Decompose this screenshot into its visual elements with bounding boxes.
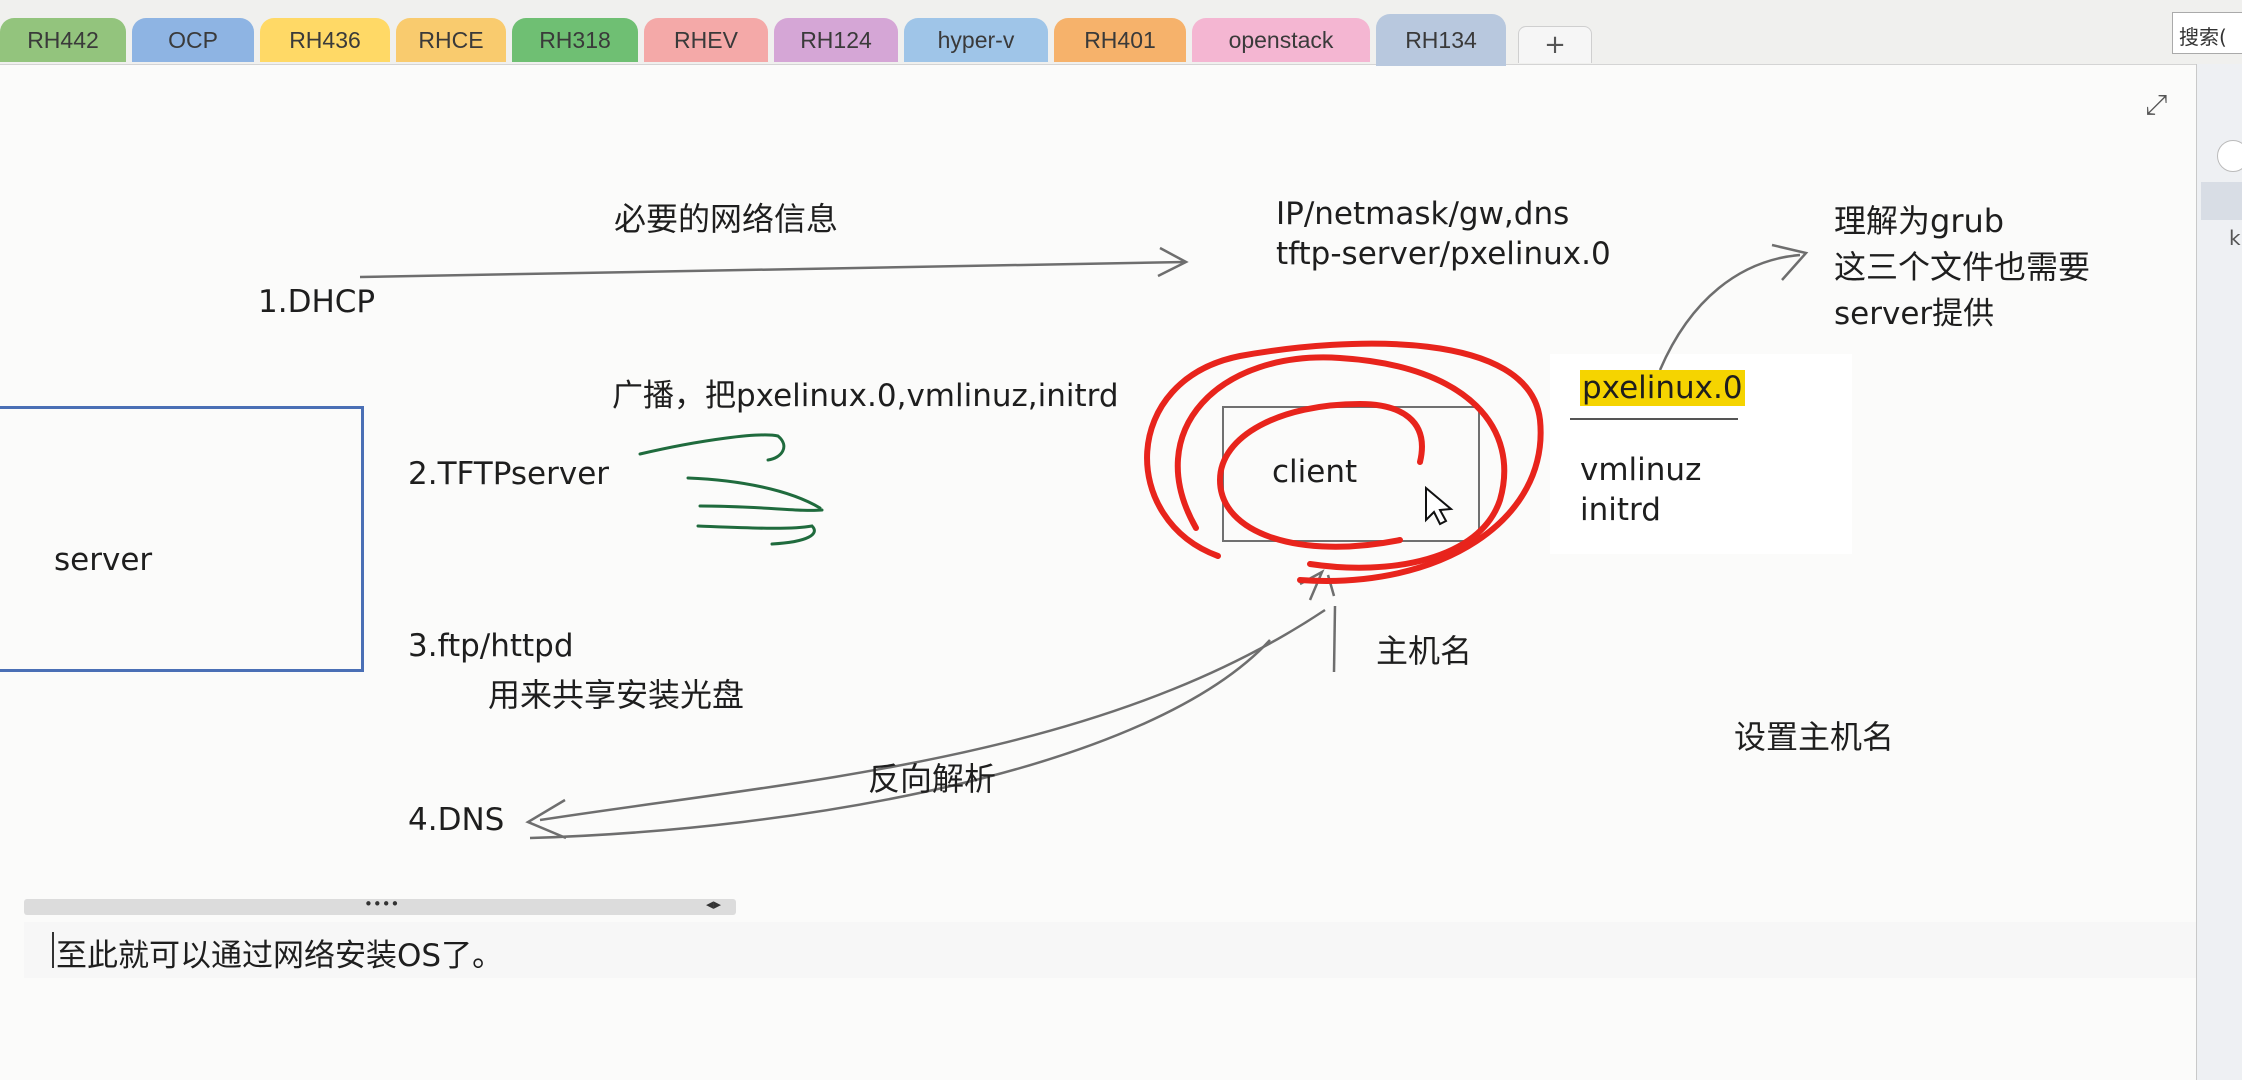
tab-rhev[interactable]: RHEV xyxy=(644,18,768,62)
grub-note-line2: 这三个文件也需要 xyxy=(1834,248,2091,286)
pxelinux-highlight: pxelinux.0 xyxy=(1580,370,1745,406)
grub-arrowhead xyxy=(1771,243,1809,281)
file-divider xyxy=(1570,418,1738,420)
tab-rhce[interactable]: RHCE xyxy=(396,18,506,62)
mouse-cursor-icon xyxy=(1425,485,1454,526)
file-vmlinuz: vmlinuz xyxy=(1580,452,1702,488)
grub-note-line3: server提供 xyxy=(1834,296,1995,332)
dhcp-arrow xyxy=(359,260,1186,279)
tab-ocp[interactable]: OCP xyxy=(132,18,254,62)
drag-handle-icon[interactable]: •••• xyxy=(364,895,400,913)
add-tab-button[interactable]: + xyxy=(1518,26,1592,63)
grub-note-line1: 理解为grub xyxy=(1834,202,2005,240)
hostname-line xyxy=(1332,605,1337,673)
note-container-handle[interactable]: •••• ◂▸ xyxy=(24,895,736,915)
server-label: server xyxy=(54,542,153,578)
set-hostname-label: 设置主机名 xyxy=(1734,718,1895,756)
panel-letter: k xyxy=(2229,226,2241,250)
note-text[interactable]: 至此就可以通过网络安装OS了。 xyxy=(56,938,504,974)
reverse-arrow-lower xyxy=(529,639,1271,840)
green-scribble xyxy=(638,433,824,546)
tab-rh124[interactable]: RH124 xyxy=(774,18,898,62)
search-input[interactable]: 搜索( xyxy=(2172,12,2242,54)
tab-rh401[interactable]: RH401 xyxy=(1054,18,1186,62)
dhcp-ip-line: IP/netmask/gw,dns xyxy=(1276,196,1570,232)
text-cursor xyxy=(52,932,54,968)
reverse-arrowhead xyxy=(525,798,567,840)
expand-icon[interactable]: ⤢ xyxy=(2145,88,2168,121)
grub-arrow xyxy=(1658,253,1801,371)
reverse-lookup-label: 反向解析 xyxy=(868,760,997,798)
broadcast-label: 广播，把pxelinux.0,vmlinuz,initrd xyxy=(612,378,1119,414)
resize-arrows-icon[interactable]: ◂▸ xyxy=(706,895,722,913)
panel-strip xyxy=(2201,182,2242,220)
client-mark xyxy=(1299,569,1336,601)
tab-rh318[interactable]: RH318 xyxy=(512,18,638,62)
client-label: client xyxy=(1272,454,1358,490)
tftp-label: 2.TFTPserver xyxy=(408,456,610,492)
right-side-panel: k xyxy=(2196,64,2242,1080)
hostname-label: 主机名 xyxy=(1376,632,1473,670)
file-initrd: initrd xyxy=(1580,492,1661,528)
file-pxelinux: pxelinux.0 xyxy=(1580,370,1745,406)
tab-openstack[interactable]: openstack xyxy=(1192,18,1370,62)
dhcp-info-label: 必要的网络信息 xyxy=(614,200,839,238)
red-circle-annotation xyxy=(1144,340,1544,584)
reverse-arrow-upper xyxy=(539,608,1326,822)
tab-rh436[interactable]: RH436 xyxy=(260,18,390,62)
note-text-container[interactable] xyxy=(24,922,2196,978)
tab-rh442[interactable]: RH442 xyxy=(0,18,126,62)
tab-hyper-v[interactable]: hyper-v xyxy=(904,18,1048,62)
dhcp-tftp-line: tftp-server/pxelinux.0 xyxy=(1276,236,1611,272)
dns-label: 4.DNS xyxy=(408,802,505,838)
server-box xyxy=(0,406,364,672)
ftp-description: 用来共享安装光盘 xyxy=(488,676,745,714)
dhcp-arrowhead xyxy=(1157,246,1189,278)
ftp-label: 3.ftp/httpd xyxy=(408,628,574,664)
panel-toggle-button[interactable] xyxy=(2217,140,2242,172)
dhcp-label: 1.DHCP xyxy=(258,284,376,320)
tab-rh134[interactable]: RH134 xyxy=(1376,14,1506,66)
